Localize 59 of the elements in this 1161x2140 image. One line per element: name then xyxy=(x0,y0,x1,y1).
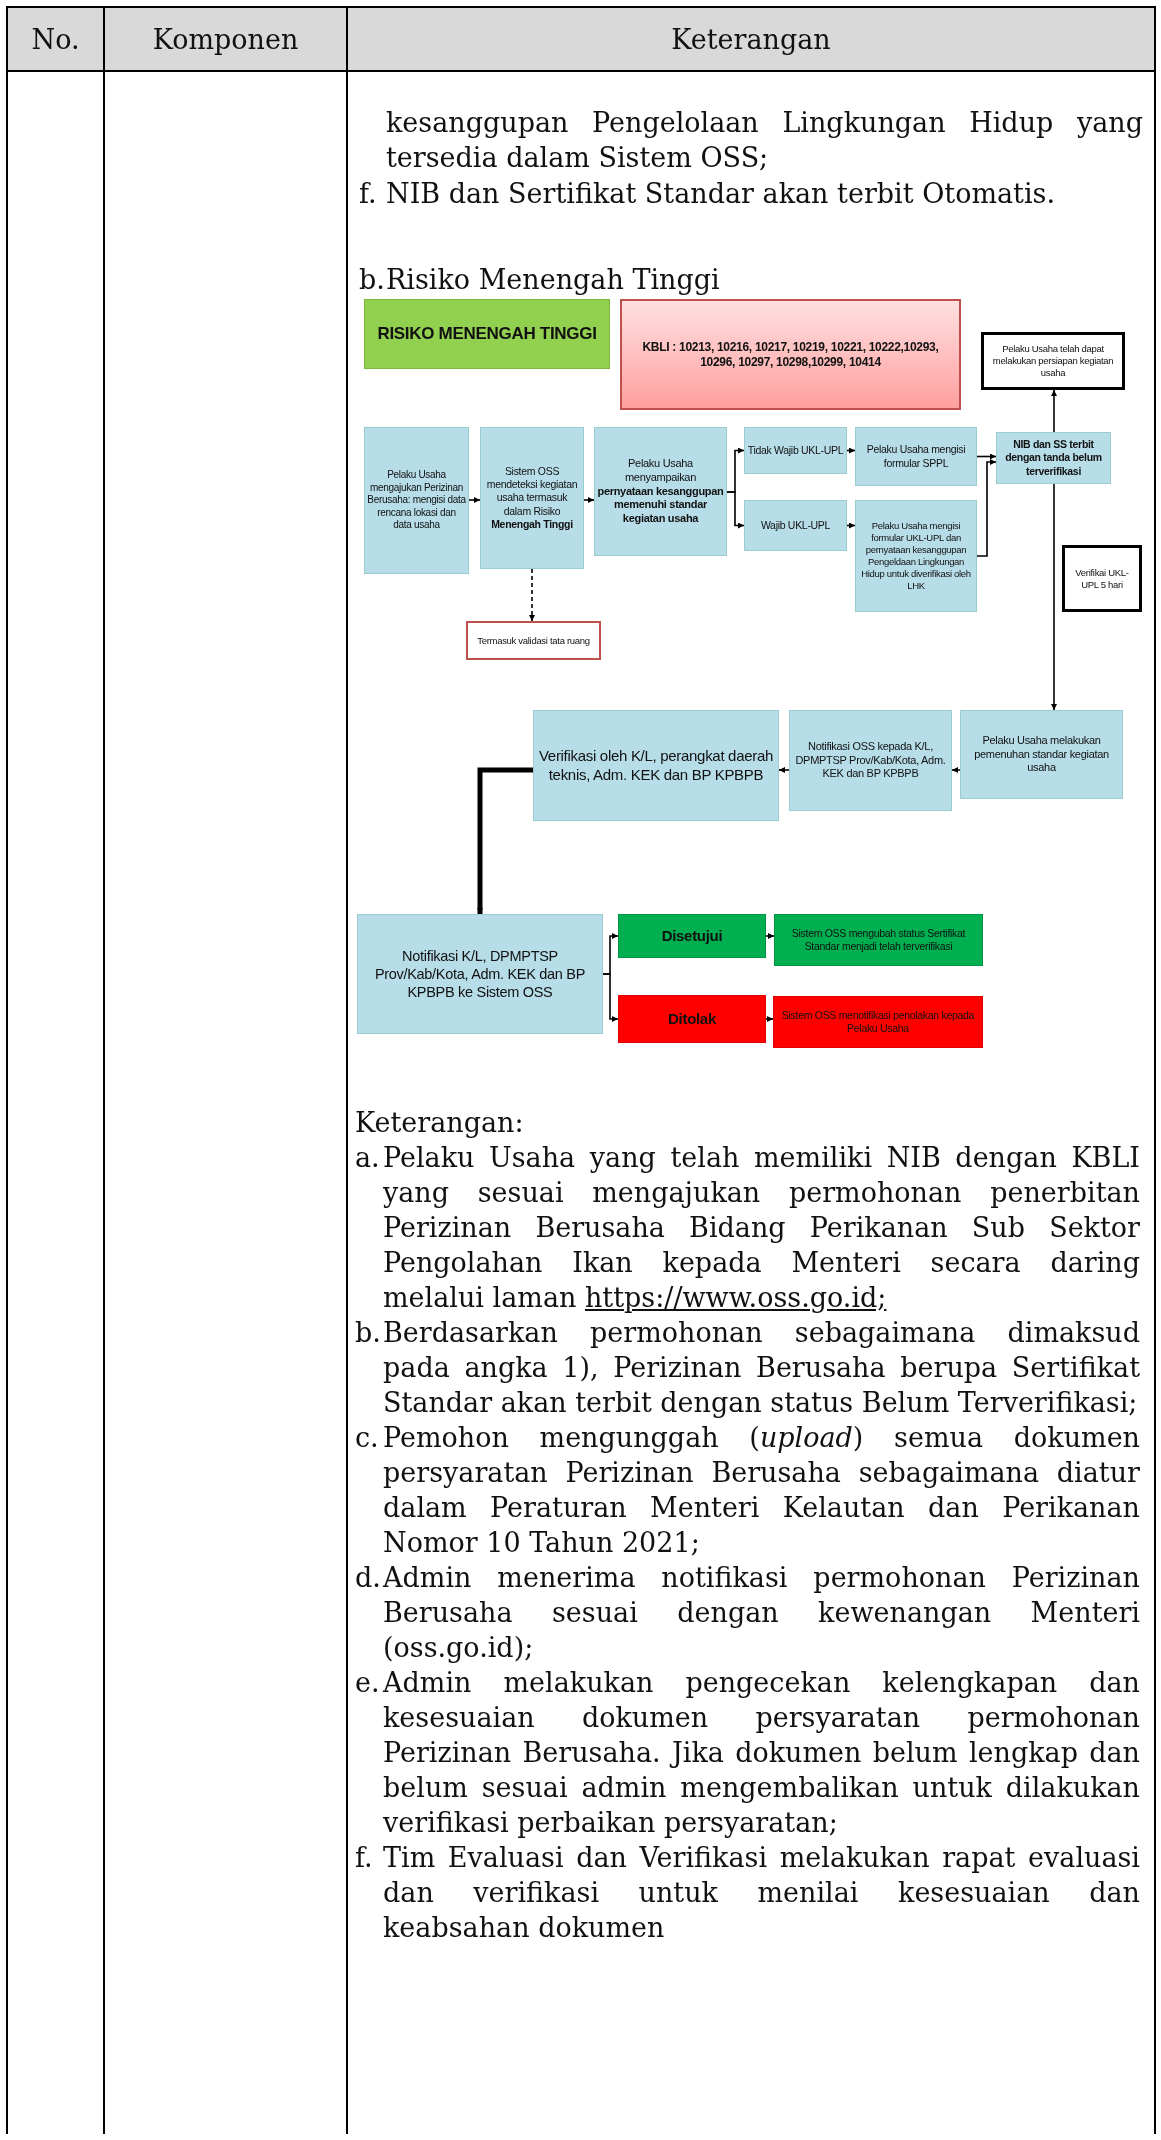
column-header: Komponen xyxy=(105,8,346,70)
process-box: Verifikasi oleh K/L, perangkat daerah teknis, Adm. KEK dan BP KPBPB xyxy=(533,710,779,821)
paragraph: Admin melakukan pengecekan kelengkapan dan kesesuaian dokumen persyaratan permohonan Perizinan Berusaha. Jika dokumen belum lengkap dan belum sesuai admin mengembalikan untuk dilakukan verifikasi perbaikan persyaratan; xyxy=(383,1666,1140,1840)
list-marker: d. xyxy=(355,1562,381,1593)
process-box: Wajib UKL-UPL xyxy=(744,500,847,551)
process-box: Sistem OSS menotifikasi penolakan kepada Pelaku Usaha xyxy=(773,996,983,1048)
arrow xyxy=(1051,483,1057,711)
section-heading: Risiko Menengah Tinggi xyxy=(386,263,721,297)
arrow xyxy=(778,767,790,773)
process-box: Pelaku Usaha mengisi formular UKL-UPL dan pernyataan kesanggupan Pengeldaan Lingkungan Hidup untuk diverifikasi oleh LHK xyxy=(855,500,977,612)
decision-box: Ditolak xyxy=(618,995,766,1043)
arrow xyxy=(976,453,997,460)
section-heading: Keterangan: xyxy=(355,1106,524,1140)
list-marker: c. xyxy=(355,1422,379,1453)
process-box: Notifikasi OSS kepada K/L, DPMPTSP Prov/Kab/Kota, Adm. KEK dan BP KPBPB xyxy=(789,710,952,811)
arrow xyxy=(765,933,775,939)
column-header: No. xyxy=(8,8,103,70)
title-box: RISIKO MENENGAH TINGGI xyxy=(364,299,610,369)
arrow xyxy=(765,1016,774,1022)
process-box: Sistem OSS mengubah status Sertifikat Standar menjadi telah terverifikasi xyxy=(774,914,983,966)
process-box: Pelaku Usaha menyampaikan pernyataan kesanggupan memenuhi standar kegiatan usaha xyxy=(594,427,727,556)
note-box: Verifikai UKL-UPL 5 hari xyxy=(1062,545,1142,612)
list-marker: f. xyxy=(355,1842,373,1873)
arrow xyxy=(529,568,535,622)
arrow xyxy=(583,497,595,503)
arrow xyxy=(602,973,619,1022)
paragraph: Admin menerima notifikasi permohonan Perizinan Berusaha sesuai dengan kewenangan Menteri (oss.go.id); xyxy=(383,1561,1140,1665)
process-box: Sistem OSS mendeteksi kegiatan usaha termasuk dalam Risiko Menengah Tinggi xyxy=(480,427,584,569)
paragraph: kesanggupan Pengelolaan Lingkungan Hidup yang tersedia dalam Sistem OSS; xyxy=(386,106,1143,175)
list-marker: a. xyxy=(355,1142,380,1173)
process-box: Pelaku Usaha telah dapat melakukan persiapan kegiatan usaha xyxy=(981,332,1125,390)
arrow xyxy=(1051,389,1057,433)
column-header: Keterangan xyxy=(348,8,1154,70)
process-box: Pelaku Usaha mengisi formular SPPL xyxy=(855,427,977,486)
arrow xyxy=(468,497,481,503)
list-marker: e. xyxy=(355,1667,380,1698)
process-box: Tidak Wajib UKL-UPL xyxy=(744,427,847,474)
process-box: Notifikasi K/L, DPMPTSP Prov/Kab/Kota, Adm. KEK dan BP KPBPB ke Sistem OSS xyxy=(357,914,603,1034)
process-box: Pelaku Usaha melakukan pemenuhan standar kegiatan usaha xyxy=(960,710,1123,799)
list-marker: f. xyxy=(359,177,378,211)
paragraph: Berdasarkan permohonan sebagaimana dimaksud pada angka 1), Perizinan Berusaha berupa Sertifikat Standar akan terbit dengan status Belum Terverifikasi; xyxy=(383,1316,1140,1420)
link: https://www.oss.go.id; xyxy=(584,1282,887,1313)
paragraph: Pelaku Usaha yang telah memiliki NIB dengan KBLI yang sesuai mengajukan permohonan penerbitan Perizinan Berusaha Bidang Perikanan Sub Sektor Pengolahan Ikan kepada Menteri secara daring melalui laman https://www.oss.go.id; xyxy=(383,1141,1140,1315)
arrow xyxy=(726,491,745,529)
note-box: Termasuk validasi tata ruang xyxy=(466,621,601,660)
arrow xyxy=(846,522,856,529)
paragraph: Pemohon mengunggah (upload) semua dokumen persyaratan Perizinan Berusaha sebagaimana diatur dalam Peraturan Menteri Kelautan dan Perikanan Nomor 10 Tahun 2021; xyxy=(383,1421,1140,1560)
process-box: NIB dan SS terbit dengan tanda belum terverifikasi xyxy=(996,432,1111,484)
arrow xyxy=(477,767,533,914)
arrow xyxy=(846,447,856,454)
list-marker: b. xyxy=(355,1317,381,1348)
decision-box: Disetujui xyxy=(618,914,766,958)
arrow xyxy=(976,459,997,557)
list-marker: b. xyxy=(359,263,385,297)
paragraph: NIB dan Sertifikat Standar akan terbit Otomatis. xyxy=(386,177,1056,211)
arrow xyxy=(951,767,961,773)
paragraph: Tim Evaluasi dan Verifikasi melakukan rapat evaluasi dan verifikasi untuk menilai kesesuaian dan keabsahan dokumen xyxy=(383,1841,1140,1945)
process-box: Pelaku Usaha mengajukan Perizinan Berusaha: mengisi data rencana lokasi dan data usaha xyxy=(364,427,469,574)
info-box: KBLI : 10213, 10216, 10217, 10219, 10221, 10222,10293, 10296, 10297, 10298,10299, 10414 xyxy=(620,299,961,410)
